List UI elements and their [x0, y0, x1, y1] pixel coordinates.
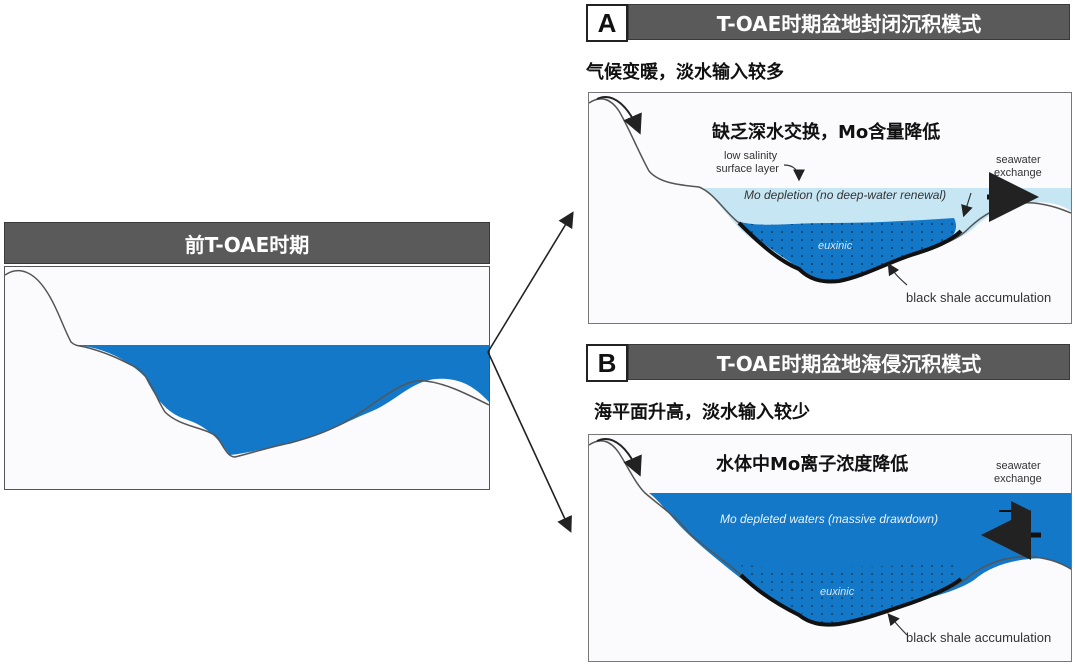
panel-b-letter: B: [597, 347, 617, 378]
panel-b-shale-pointer: [887, 613, 908, 636]
panel-b-caption-mid: 水体中Mo离子浓度降低: [716, 454, 909, 475]
panel-a-label-euxinic: euxinic: [818, 240, 853, 252]
panel-b-water: [649, 493, 1071, 624]
panel-a-title: T-OAE时期盆地封闭沉积模式: [716, 11, 982, 36]
left-basin-diagram: [5, 270, 489, 458]
panel-a-label-seawater-1: seawater: [996, 154, 1041, 166]
panel-b-diagram: [588, 434, 1072, 662]
panel-b-label-euxinic: euxinic: [820, 586, 855, 598]
arrow-to-b: [487, 351, 572, 533]
left-basin-water: [75, 345, 489, 455]
panel-b-letter-box: B: [586, 344, 628, 382]
panel-a-svg: [589, 96, 1071, 286]
panel-b-black-shale: [739, 573, 963, 627]
panel-b-label-seawater-2: exchange: [994, 473, 1042, 485]
panel-b-title: T-OAE时期盆地海侵沉积模式: [716, 351, 982, 376]
panel-a-label-mo-depletion: Mo depletion (no deep-water renewal): [744, 188, 947, 202]
panel-b-label-mo-depleted: Mo depleted waters (massive drawdown): [720, 512, 939, 526]
arrow-to-a: [487, 211, 574, 353]
left-basin-profile: [5, 270, 489, 458]
panel-a-letter: A: [597, 7, 617, 38]
panel-b-label-black-shale: black shale accumulation: [906, 630, 1052, 645]
panel-a-label-low-salinity-2: surface layer: [716, 163, 779, 175]
panel-a-black-shale: [737, 221, 963, 284]
panel-a-label-low-salinity-1: low salinity: [724, 150, 778, 162]
panel-a-deep-dots: [737, 218, 957, 281]
panel-b-title-bar: T-OAE时期盆地海侵沉积模式: [628, 344, 1070, 380]
panel-b-caption-top: 海平面升高，淡水输入较少: [594, 402, 810, 423]
panel-a-caption-top: 气候变暖，淡水输入较多: [586, 62, 784, 83]
panel-a-label-black-shale: black shale accumulation: [906, 290, 1052, 305]
panel-a-caption-mid: 缺乏深水交换，Mo含量降低: [712, 122, 941, 143]
branch-arrows: [487, 211, 574, 533]
panel-b-label-seawater-1: seawater: [996, 460, 1041, 472]
panel-a-renewal-pointer: [961, 192, 973, 218]
panel-a-title-bar: T-OAE时期盆地封闭沉积模式: [628, 4, 1070, 40]
panel-a-shale-pointer: [887, 262, 908, 286]
panel-b-deep-dots: [739, 563, 958, 624]
panel-a-low-salinity-pointer: [783, 164, 805, 182]
panel-b-inflow-arrow: [596, 438, 642, 477]
panel-a-diagram: [588, 92, 1072, 324]
panel-b-svg: [589, 438, 1071, 636]
panel-a-letter-box: A: [586, 4, 628, 42]
left-panel-title: 前T-OAE时期: [184, 232, 310, 257]
left-basin-panel: [4, 266, 490, 490]
left-panel-title-bar: 前T-OAE时期: [4, 222, 490, 264]
panel-a-inflow-arrow: [596, 96, 642, 135]
panel-a-label-seawater-2: exchange: [994, 167, 1042, 179]
